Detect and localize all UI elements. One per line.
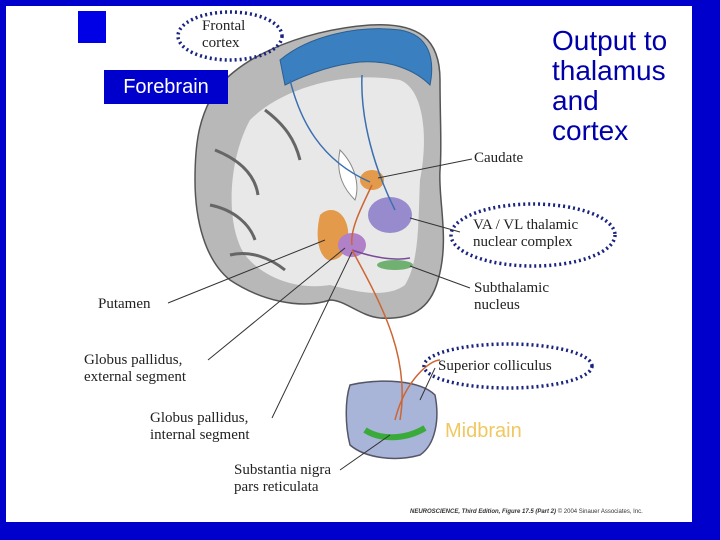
leader-line xyxy=(409,217,461,233)
label-line: VA / VL thalamic xyxy=(473,217,579,233)
pathway-line xyxy=(289,79,371,183)
superior-colliculus-label: Superior colliculus xyxy=(438,358,552,375)
leader-line xyxy=(419,367,436,401)
label-line: internal segment xyxy=(150,427,250,443)
label-line: Putamen xyxy=(98,296,151,312)
label-line: nuclear complex xyxy=(473,234,573,250)
figure-credit: NEUROSCIENCE, Third Edition, Figure 17.5… xyxy=(410,509,643,515)
leader-line xyxy=(339,434,391,471)
pathway-line xyxy=(394,359,441,421)
midbrain-label: Midbrain xyxy=(445,420,522,442)
forebrain-badge: Forebrain xyxy=(104,70,228,104)
gp-external-label: Globus pallidus, external segment xyxy=(84,352,186,386)
sulcus xyxy=(209,108,302,272)
output-line: thalamus xyxy=(552,55,666,86)
caudate-nucleus xyxy=(360,170,384,190)
footer-copyright: © 2004 Sinauer Associates, Inc. xyxy=(557,509,643,515)
corner-square-decoration xyxy=(78,11,106,43)
output-line: cortex xyxy=(552,115,629,146)
frontal-gyrus xyxy=(279,28,433,87)
label-line: external segment xyxy=(84,369,187,385)
superior-colliculus-callout xyxy=(422,342,594,390)
white-matter xyxy=(231,77,424,293)
gp-internal-label: Globus pallidus, internal segment xyxy=(150,410,250,444)
output-caption: Output to thalamus and cortex xyxy=(552,26,692,146)
label-line: pars reticulata xyxy=(234,479,319,495)
leader-line xyxy=(377,158,473,179)
midbrain-substantia xyxy=(363,425,427,441)
footer-source: NEUROSCIENCE, Third Edition, Figure 17.5… xyxy=(410,509,557,515)
leader-line xyxy=(207,247,346,361)
va-vl-label: VA / VL thalamic nuclear complex xyxy=(473,217,578,251)
pathway-line xyxy=(351,249,411,260)
label-line: Superior colliculus xyxy=(438,358,552,374)
label-line: Globus pallidus, xyxy=(84,352,183,368)
leader-line xyxy=(409,265,471,289)
leader-line xyxy=(167,239,326,304)
va-vl-callout xyxy=(449,202,617,268)
pathway-line xyxy=(361,74,396,211)
output-line: Output to xyxy=(552,25,668,56)
caudate-label: Caudate xyxy=(474,150,523,167)
leader-line xyxy=(271,251,353,419)
label-line: Subthalamic xyxy=(474,280,549,296)
thalamus xyxy=(368,197,412,233)
frontal-cortex-callout xyxy=(176,10,284,62)
putamen-label: Putamen xyxy=(98,296,151,313)
output-line: and xyxy=(552,85,599,116)
label-line: nucleus xyxy=(474,297,520,313)
subthalamic-label: Subthalamic nucleus xyxy=(474,280,549,314)
frontal-cortex-label: Frontal cortex xyxy=(202,18,245,52)
label-line: Caudate xyxy=(474,150,524,166)
label-line: Substantia nigra xyxy=(234,462,332,478)
subthalamic-nucleus xyxy=(377,260,413,270)
substantia-nigra-label: Substantia nigra pars reticulata xyxy=(234,462,331,496)
label-line: cortex xyxy=(202,35,240,51)
ventricle xyxy=(338,148,358,201)
label-line: Frontal xyxy=(202,18,246,34)
pathway-line xyxy=(351,184,373,246)
label-line: Globus pallidus, xyxy=(150,410,249,426)
